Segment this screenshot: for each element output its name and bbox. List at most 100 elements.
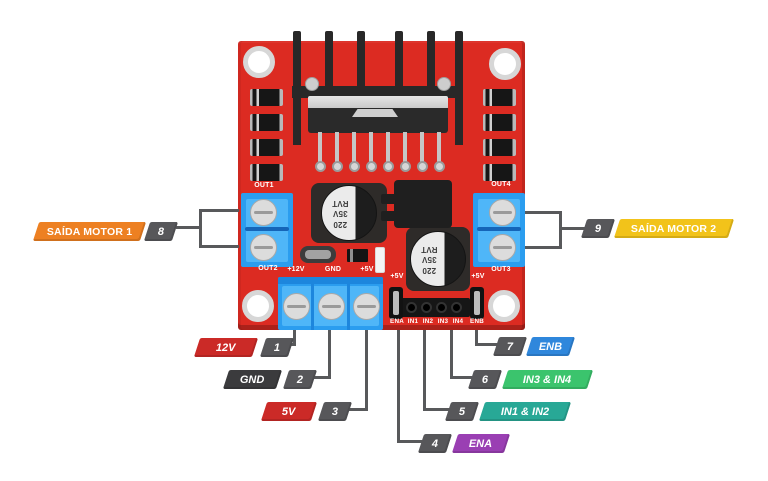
connector-line [559, 211, 562, 249]
heatsink-fin [427, 31, 435, 98]
terminal-divider [347, 284, 350, 330]
chip-leg [369, 132, 373, 165]
connector-line [450, 330, 453, 378]
connector-line [347, 408, 368, 411]
silk-gnd: GND [324, 266, 342, 273]
connector-line [475, 343, 498, 346]
solder-pad [383, 161, 394, 172]
connector-line [293, 330, 296, 346]
regulator-pin [381, 194, 396, 204]
connector-line [559, 227, 586, 230]
pin-in4 [451, 302, 462, 313]
connector-line [176, 226, 201, 229]
capacitor-marking: 220 35V RVT [420, 244, 438, 275]
capacitor-1: 220 35V RVT [321, 185, 377, 241]
connector-line [328, 330, 331, 378]
diode [483, 89, 516, 106]
silk-plus5v: +5V [360, 266, 374, 273]
heatsink-rivet-icon [437, 77, 451, 91]
callout-gnd-label: GND [222, 370, 283, 389]
heatsink-fin [357, 31, 365, 98]
connector-line [312, 376, 331, 379]
terminal-divider [245, 227, 289, 231]
jumper-contact [305, 250, 331, 259]
mounting-hole [242, 290, 274, 322]
screw-gnd [318, 293, 345, 320]
callout-number-1: 1 [259, 338, 295, 357]
chip-leg [403, 132, 407, 165]
connector-line [525, 246, 561, 249]
diode [483, 164, 516, 181]
terminal-divider [311, 284, 314, 330]
terminal-strip [278, 277, 383, 284]
connector-line [450, 376, 473, 379]
solder-pad [417, 161, 428, 172]
mounting-hole [489, 48, 521, 80]
callout-ena-label: ENA [451, 434, 511, 453]
connector-line [423, 408, 450, 411]
callout-number-2: 2 [282, 370, 318, 389]
callout-5v-label: 5V [260, 402, 318, 421]
callout-in3-in4-label: IN3 & IN4 [501, 370, 594, 389]
jumper-contact [474, 291, 480, 315]
chip-leg [335, 132, 339, 165]
mounting-hole [243, 46, 275, 78]
silk-enb-5v: +5V [471, 273, 485, 280]
silk-out4: OUT4 [491, 181, 511, 188]
solder-pad [366, 161, 377, 172]
screw-12v [283, 293, 310, 320]
power-jumper [300, 246, 336, 263]
callout-number-4: 4 [417, 434, 453, 453]
callout-12v-label: 12V [193, 338, 259, 357]
solder-pad [315, 161, 326, 172]
diode [483, 114, 516, 131]
screw-out1 [250, 199, 277, 226]
heatsink-rivet-icon [305, 77, 319, 91]
pin-in2 [421, 302, 432, 313]
heatsink-fin [395, 31, 403, 98]
pin-in3 [436, 302, 447, 313]
screw-out2 [250, 234, 277, 261]
regulator-pin [381, 211, 396, 221]
connector-line [525, 211, 561, 214]
connector-line [289, 343, 296, 346]
silk-out2: OUT2 [258, 265, 278, 272]
chip-leg [420, 132, 424, 165]
connector-line [199, 209, 239, 212]
connector-line [365, 330, 368, 410]
voltage-regulator [394, 180, 452, 228]
callout-number-9: 9 [580, 219, 616, 238]
screw-out3 [489, 234, 516, 261]
silk-pin-in1: IN1 [407, 318, 419, 325]
connector-line [199, 209, 202, 248]
solder-pad [332, 161, 343, 172]
silk-ena-5v: +5V [390, 273, 404, 280]
callout-motor2-label: SAÍDA MOTOR 2 [613, 219, 735, 238]
callout-in1-in2-label: IN1 & IN2 [478, 402, 572, 421]
chip-leg [386, 132, 390, 165]
ena-jumper [389, 287, 403, 319]
chip-leg [318, 132, 322, 165]
silk-pin-in4: IN4 [452, 318, 464, 325]
callout-number-6: 6 [467, 370, 503, 389]
callout-number-8: 8 [143, 222, 179, 241]
silk-out1: OUT1 [254, 182, 274, 189]
screw-out4 [489, 199, 516, 226]
diode [250, 164, 283, 181]
smd-resistor [375, 247, 385, 273]
solder-pad [434, 161, 445, 172]
enb-jumper [470, 287, 484, 319]
l298-tab-notch [352, 109, 398, 117]
diode [250, 89, 283, 106]
chip-leg [352, 132, 356, 165]
pin-in1 [406, 302, 417, 313]
callout-motor1-label: SAÍDA MOTOR 1 [32, 222, 147, 241]
l298-metal-tab [308, 96, 448, 109]
capacitor-2: 220 35V RVT [410, 231, 466, 287]
callout-number-5: 5 [444, 402, 480, 421]
diode [483, 139, 516, 156]
connector-line [397, 440, 423, 443]
chip-leg [437, 132, 441, 165]
silk-pin-ena: ENA [390, 318, 404, 325]
